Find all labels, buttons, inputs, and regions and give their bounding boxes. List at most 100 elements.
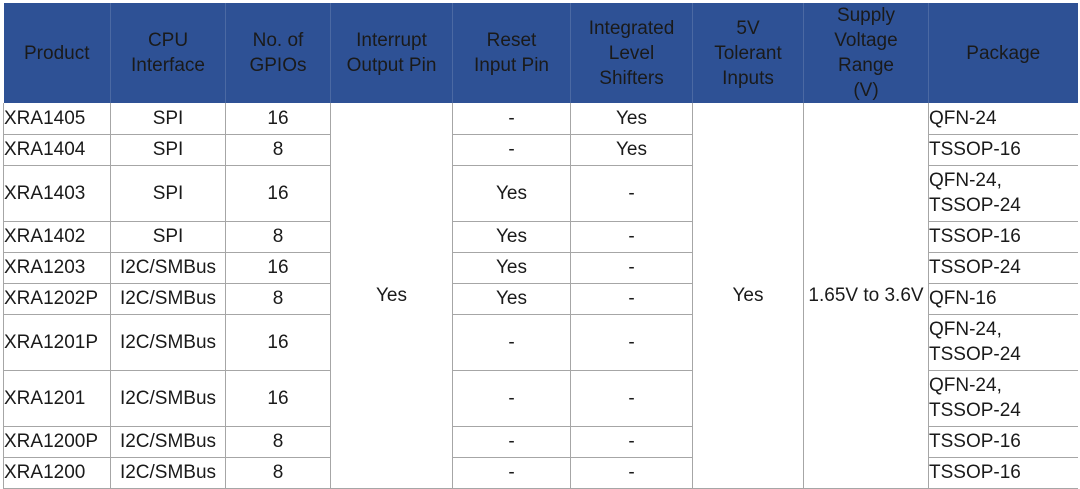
- header-text-product: Product: [24, 42, 90, 64]
- header-text-gpios-line1: No. of: [252, 30, 304, 52]
- cell-product: XRA1404: [3, 134, 111, 166]
- column-header-cpu-interface: CPU Interface: [110, 3, 226, 104]
- cell-supply-voltage-range-merged: 1.65V to 3.6V: [803, 103, 929, 489]
- cell-integrated-level-shifters: -: [570, 370, 693, 427]
- header-text-levels-line1: Integrated: [588, 17, 675, 39]
- column-header-interrupt-output-pin: Interrupt Output Pin: [330, 3, 453, 104]
- cell-cpu-interface: I2C/SMBus: [110, 426, 226, 458]
- cell-cpu-interface: SPI: [110, 103, 226, 135]
- cell-product: XRA1202P: [3, 283, 111, 315]
- cell-reset-input-pin: -: [452, 457, 571, 489]
- cell-cpu-interface: I2C/SMBus: [110, 314, 226, 371]
- column-header-gpios: No. of GPIOs: [225, 3, 331, 104]
- cell-package: TSSOP-24: [928, 252, 1078, 284]
- cell-package: QFN-16: [928, 283, 1078, 315]
- cell-cpu-interface: I2C/SMBus: [110, 252, 226, 284]
- package-line: TSSOP-16: [929, 226, 1021, 248]
- column-header-integrated-level-shifters: Integrated Level Shifters: [570, 3, 693, 104]
- cell-gpios: 8: [225, 283, 331, 315]
- cell-reset-input-pin: Yes: [452, 165, 571, 222]
- cell-5v-tolerant-inputs-merged: Yes: [692, 103, 804, 489]
- cell-gpios: 8: [225, 457, 331, 489]
- cell-reset-input-pin: Yes: [452, 221, 571, 253]
- column-header-reset-input-pin: Reset Input Pin: [452, 3, 571, 104]
- package-line: QFN-24,: [929, 375, 1002, 397]
- package-line: TSSOP-16: [929, 139, 1021, 161]
- cell-reset-input-pin: -: [452, 314, 571, 371]
- cell-integrated-level-shifters: -: [570, 221, 693, 253]
- package-line: TSSOP-24: [929, 344, 1021, 366]
- header-text-levels-line3: Shifters: [599, 67, 664, 89]
- cell-package: TSSOP-16: [928, 426, 1078, 458]
- header-text-interrupt-line2: Output Pin: [346, 55, 437, 77]
- product-comparison-table: Product CPU Interface No. of GPIOs Inter…: [3, 3, 1078, 489]
- cell-gpios: 16: [225, 370, 331, 427]
- cell-cpu-interface: SPI: [110, 134, 226, 166]
- package-line: QFN-24,: [929, 170, 1002, 192]
- cell-package: QFN-24,TSSOP-24: [928, 165, 1078, 222]
- header-text-supply-line3: (V): [853, 80, 879, 102]
- package-line: TSSOP-16: [929, 462, 1021, 484]
- cell-product: XRA1405: [3, 103, 111, 135]
- cell-gpios: 16: [225, 165, 331, 222]
- header-text-fivev-line1: 5V: [736, 17, 760, 39]
- header-text-reset-line1: Reset: [486, 30, 537, 52]
- header-text-cpu-line2: Interface: [131, 55, 205, 77]
- cell-product: XRA1200P: [3, 426, 111, 458]
- cell-package: TSSOP-16: [928, 221, 1078, 253]
- cell-integrated-level-shifters: Yes: [570, 134, 693, 166]
- cell-cpu-interface: SPI: [110, 221, 226, 253]
- cell-gpios: 8: [225, 426, 331, 458]
- package-line: QFN-24,: [929, 319, 1002, 341]
- cell-gpios: 16: [225, 252, 331, 284]
- header-text-gpios-line2: GPIOs: [249, 55, 307, 77]
- cell-product: XRA1201: [3, 370, 111, 427]
- header-text-cpu-line1: CPU: [147, 30, 189, 52]
- cell-product: XRA1402: [3, 221, 111, 253]
- cell-cpu-interface: I2C/SMBus: [110, 370, 226, 427]
- cell-reset-input-pin: Yes: [452, 283, 571, 315]
- column-header-product: Product: [3, 3, 111, 104]
- package-line: TSSOP-24: [929, 400, 1021, 422]
- cell-product: XRA1203: [3, 252, 111, 284]
- header-text-supply-line2: Voltage Range: [834, 30, 898, 77]
- cell-package: QFN-24, TSSOP-24: [928, 314, 1078, 371]
- cell-package: TSSOP-16: [928, 457, 1078, 489]
- cell-integrated-level-shifters: -: [570, 252, 693, 284]
- header-text-fivev-line2: Tolerant: [714, 42, 782, 64]
- cell-gpios: 16: [225, 103, 331, 135]
- cell-cpu-interface: I2C/SMBus: [110, 283, 226, 315]
- package-line: QFN-24: [929, 108, 997, 130]
- cell-cpu-interface: I2C/SMBus: [110, 457, 226, 489]
- cell-reset-input-pin: -: [452, 134, 571, 166]
- cell-reset-input-pin: Yes: [452, 252, 571, 284]
- cell-cpu-interface: SPI: [110, 165, 226, 222]
- header-text-levels-line2: Level: [608, 42, 655, 64]
- cell-product: XRA1403: [3, 165, 111, 222]
- cell-package: QFN-24: [928, 103, 1078, 135]
- cell-reset-input-pin: -: [452, 426, 571, 458]
- cell-reset-input-pin: -: [452, 370, 571, 427]
- header-text-supply-line1: Supply: [836, 5, 896, 26]
- cell-gpios: 16: [225, 314, 331, 371]
- cell-product: XRA1200: [3, 457, 111, 489]
- cell-integrated-level-shifters: -: [570, 457, 693, 489]
- cell-reset-input-pin: -: [452, 103, 571, 135]
- cell-package: QFN-24, TSSOP-24: [928, 370, 1078, 427]
- header-text-interrupt-line1: Interrupt: [356, 30, 427, 52]
- header-row: Product CPU Interface No. of GPIOs Inter…: [3, 3, 1078, 104]
- cell-integrated-level-shifters: -: [570, 283, 693, 315]
- cell-integrated-level-shifters: -: [570, 165, 693, 222]
- column-header-5v-tolerant-inputs: 5V Tolerant Inputs: [692, 3, 804, 104]
- header-text-package: Package: [966, 42, 1041, 64]
